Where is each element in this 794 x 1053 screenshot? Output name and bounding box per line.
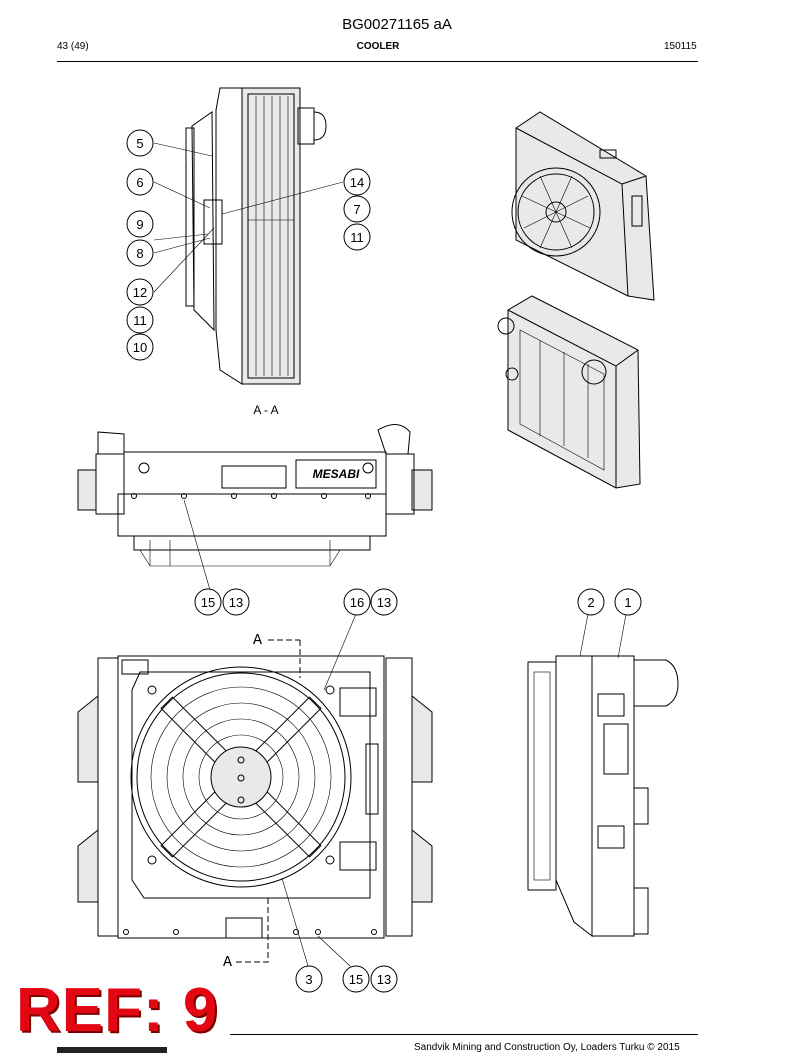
- callout-11b: 11: [126, 306, 154, 334]
- header-rule: [57, 61, 698, 62]
- footer-rule: [230, 1034, 698, 1035]
- callout-5: 5: [126, 129, 154, 157]
- callout-11: 11: [343, 223, 371, 251]
- svg-text:10: 10: [133, 340, 147, 355]
- section-view-a-a: [185, 87, 327, 385]
- reference-label: REF: 9: [16, 976, 219, 1045]
- callout-12: 12: [126, 278, 154, 306]
- date-code: 150115: [664, 41, 697, 52]
- callout-13b: 13: [370, 588, 398, 616]
- section-caption: A - A: [253, 403, 278, 417]
- callout-1: 1: [614, 588, 642, 616]
- callout-7: 7: [343, 195, 371, 223]
- leader-lines-front: [281, 613, 357, 967]
- svg-text:9: 9: [136, 217, 143, 232]
- svg-text:12: 12: [133, 285, 147, 300]
- svg-text:13: 13: [377, 972, 391, 987]
- section-title: COOLER: [356, 41, 400, 52]
- callout-8: 8: [126, 239, 154, 267]
- front-view: A A: [77, 632, 433, 971]
- svg-text:6: 6: [136, 175, 143, 190]
- svg-text:1: 1: [624, 595, 631, 610]
- svg-text:13: 13: [377, 595, 391, 610]
- callout-3: 3: [295, 965, 323, 993]
- callout-13c: 13: [370, 965, 398, 993]
- leader-lines-section: [153, 142, 344, 293]
- svg-text:15: 15: [349, 972, 363, 987]
- page-number: 43 (49): [57, 41, 89, 52]
- isometric-view-front: [511, 111, 655, 301]
- svg-text:11: 11: [350, 230, 364, 245]
- svg-text:5: 5: [136, 136, 143, 151]
- svg-text:3: 3: [305, 972, 312, 987]
- section-marker-top: A: [253, 632, 262, 649]
- svg-text:16: 16: [350, 595, 364, 610]
- callout-15: 15: [194, 588, 222, 616]
- callout-9: 9: [126, 210, 154, 238]
- svg-text:14: 14: [350, 175, 364, 190]
- leader-lines-side: [579, 613, 627, 659]
- section-marker-bottom: A: [223, 954, 232, 971]
- svg-text:11: 11: [133, 313, 147, 328]
- svg-text:13: 13: [229, 595, 243, 610]
- document-id: BG00271165 aA: [342, 16, 452, 33]
- footer-copyright: Sandvik Mining and Construction Oy, Load…: [414, 1042, 680, 1053]
- svg-text:8: 8: [136, 246, 143, 261]
- isometric-view-rear: [497, 295, 641, 489]
- callout-15b: 15: [342, 965, 370, 993]
- callout-10: 10: [126, 333, 154, 361]
- callout-2: 2: [577, 588, 605, 616]
- side-view: [527, 655, 679, 938]
- svg-text:7: 7: [353, 202, 360, 217]
- leader-lines-top: [183, 499, 211, 591]
- company-logo: [57, 1047, 167, 1053]
- svg-text:2: 2: [587, 595, 594, 610]
- svg-text:15: 15: [201, 595, 215, 610]
- nameplate-text: MESABI: [313, 467, 360, 481]
- callout-6: 6: [126, 168, 154, 196]
- top-view: MESABI: [77, 424, 433, 567]
- callout-16: 16: [343, 588, 371, 616]
- callout-14: 14: [343, 168, 371, 196]
- callout-13: 13: [222, 588, 250, 616]
